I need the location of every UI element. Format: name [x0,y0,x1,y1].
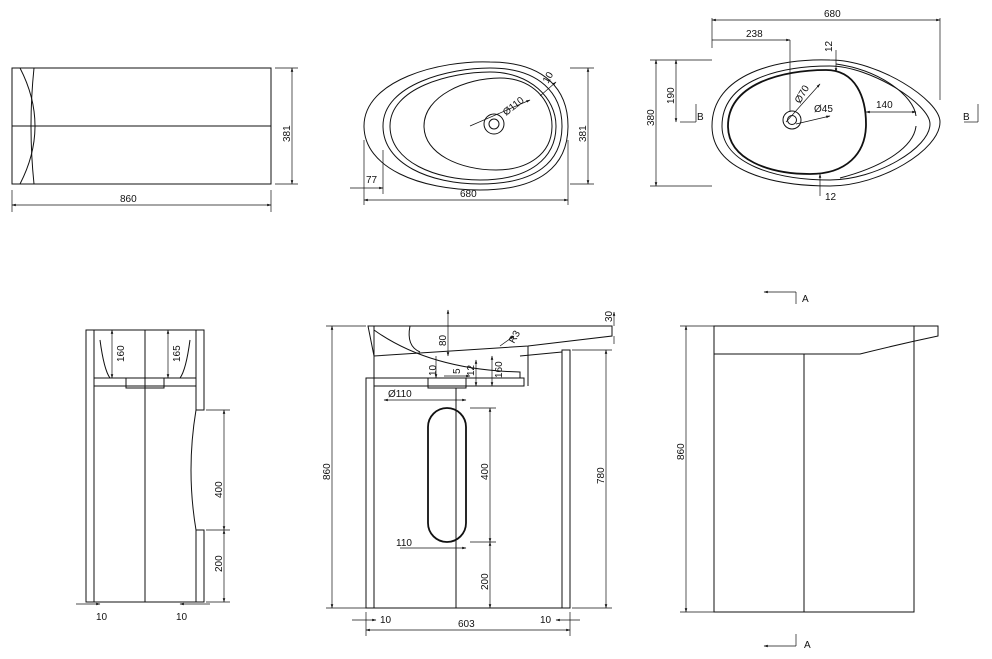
view-section-left: 160 165 400 200 10 10 [76,329,230,623]
dim-680-basin: 680 [460,189,477,200]
dim-190: 190 [666,87,677,104]
dim-10-left-a: 10 [96,612,108,623]
dim-140: 140 [876,100,893,111]
dim-400-center: 400 [480,463,491,480]
view-section-center: 860 30 80 R3 10 5 12 160 Ø110 400 110 20… [322,309,616,636]
dim-r3: R3 [507,329,523,346]
dim-165: 165 [172,345,183,362]
dim-12-top: 12 [824,40,835,52]
dim-680-plan: 680 [824,9,841,20]
dim-d45: Ø45 [814,104,833,115]
dim-200-left: 200 [214,555,225,572]
dim-860-width: 860 [120,194,137,205]
section-label-a-top: A [802,294,809,305]
dim-160-center: 160 [494,361,505,378]
dim-200-center: 200 [480,573,491,590]
dim-d70: Ø70 [793,83,812,105]
dim-77: 77 [366,175,378,186]
dim-780: 780 [596,467,607,484]
section-label-a-bottom: A [804,640,811,651]
view-basin-top: Ø110 10 77 680 381 [350,61,594,205]
dim-10-wall: 10 [541,70,556,86]
dim-5: 5 [452,368,463,374]
section-label-b-left: B [697,112,704,123]
dim-10-center-top: 10 [428,364,439,376]
view-front-right: 860 A A [676,290,939,651]
dim-30: 30 [604,310,615,322]
dim-238: 238 [746,29,763,40]
view-side-top: 860 381 [11,67,298,212]
dim-110-slot: 110 [396,538,412,549]
view-plan-b: 238 680 12 380 190 B Ø70 Ø45 140 12 B [646,9,979,203]
dim-603: 603 [458,619,475,630]
section-label-b-right: B [963,112,970,123]
dim-381-height: 381 [282,125,293,142]
dim-80: 80 [438,334,449,346]
dim-12-bottom: 12 [825,192,837,203]
dim-10-center-left: 10 [380,615,392,626]
dim-380: 380 [646,109,657,126]
dim-d110-center: Ø110 [388,389,412,400]
dim-860-front: 860 [676,443,687,460]
dim-10-left-b: 10 [176,612,188,623]
dim-400-left: 400 [214,481,225,498]
dim-160-left: 160 [116,345,127,362]
dim-381-basin: 381 [578,125,589,142]
dim-860-center: 860 [322,463,333,480]
dim-10-center-right: 10 [540,615,552,626]
dim-12-center: 12 [466,364,477,376]
dim-d110: Ø110 [501,95,527,119]
